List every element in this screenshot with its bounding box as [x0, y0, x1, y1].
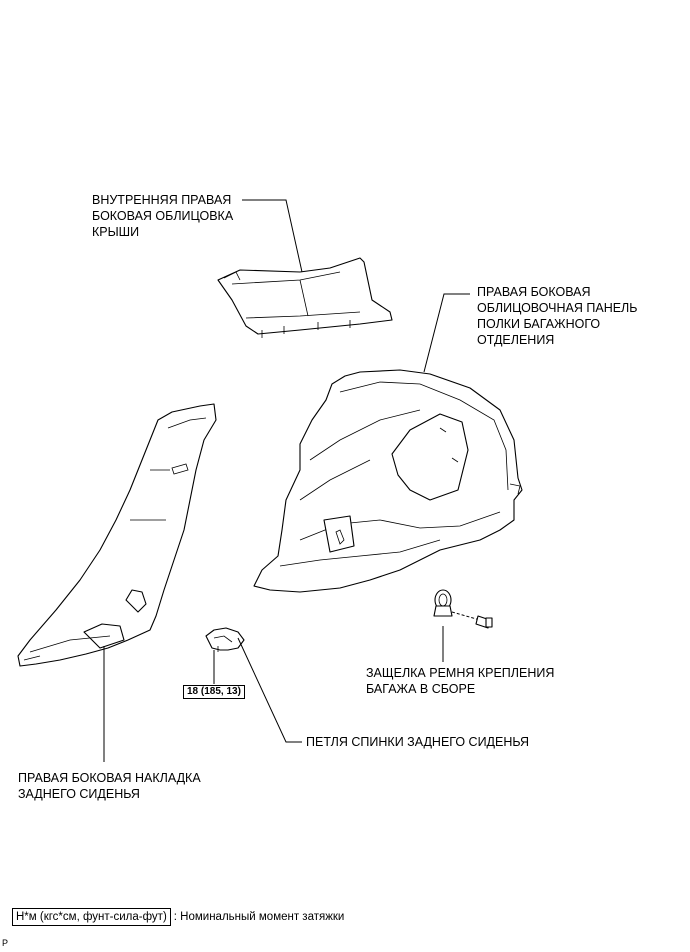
- torque-units-box: Н*м (кгс*см, фунт-сила-фут): [12, 908, 171, 926]
- roof-side-inner-trim-label: ВНУТРЕННЯЯ ПРАВАЯ БОКОВАЯ ОБЛИЦОВКА КРЫШ…: [92, 193, 234, 239]
- rear-seatback-hinge-part: [205, 627, 245, 652]
- roof-side-inner-trim-part: [217, 257, 393, 338]
- deck-trim-side-panel-label: ПРАВАЯ БОКОВАЯ ОБЛИЦОВОЧНАЯ ПАНЕЛЬ ПОЛКИ…: [477, 285, 638, 347]
- luggage-strap-latch-label: ЗАЩЕЛКА РЕМНЯ КРЕПЛЕНИЯ БАГАЖА В СБОРЕ: [366, 666, 555, 696]
- corner-mark: P: [2, 938, 9, 948]
- luggage-strap-latch-part: [433, 589, 493, 629]
- rear-seat-side-cover-label: ПРАВАЯ БОКОВАЯ НАКЛАДКА ЗАДНЕГО СИДЕНЬЯ: [18, 771, 201, 801]
- rear-seatback-hinge-label: ПЕТЛЯ СПИНКИ ЗАДНЕГО СИДЕНЬЯ: [306, 735, 530, 749]
- torque-legend: Н*м (кгс*см, фунт-сила-фут) : Номинальны…: [12, 908, 344, 926]
- torque-legend-description: : Номинальный момент затяжки: [173, 911, 345, 923]
- deck-trim-side-panel-part: [253, 369, 523, 593]
- torque-value-badge: 18 (185, 13): [183, 685, 245, 699]
- rear-seat-side-cover-part: [17, 403, 217, 667]
